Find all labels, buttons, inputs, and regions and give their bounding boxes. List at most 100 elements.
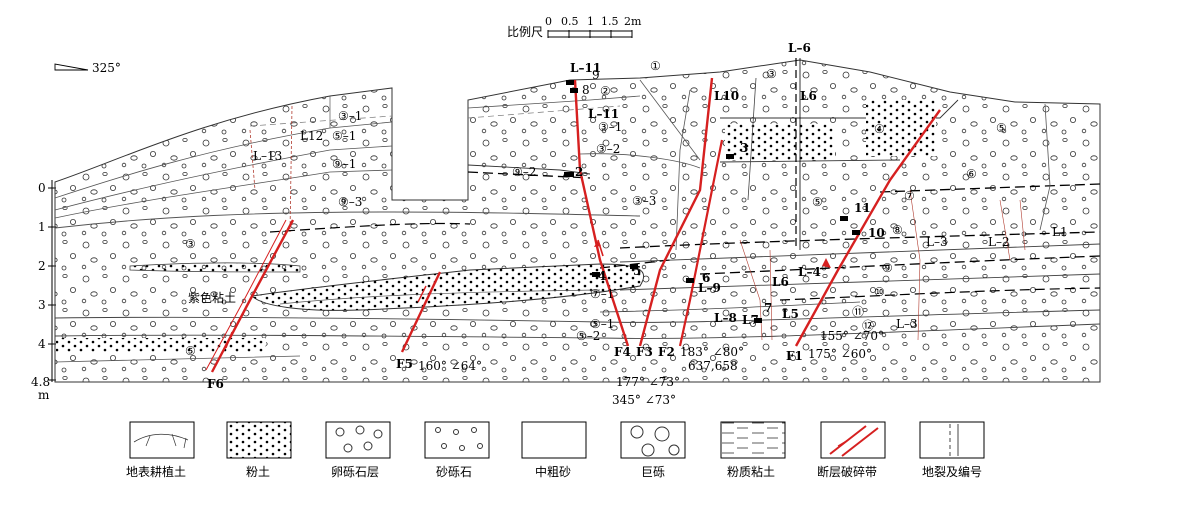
legend-label-5: 巨砾 — [641, 465, 665, 479]
layer-c5-1b: ⑤–1 — [590, 317, 614, 331]
sample-8: 8 — [582, 83, 590, 97]
depth-unit: m — [38, 388, 50, 402]
legend-item-cobble: 卵砾石层 — [325, 421, 391, 479]
depth-48: 4.8 — [31, 375, 50, 389]
depth-0: 0 — [38, 181, 46, 195]
layer-c5a: ⑤ — [185, 344, 196, 358]
fissure-l4: L–4 — [798, 265, 821, 279]
legend-item-fault-zone: 断层破碎带 — [817, 421, 886, 479]
legend-item-fissure: 地裂及编号 — [919, 421, 985, 479]
layer-c11: ⑪ — [852, 305, 864, 319]
layer-c7a: ⑦ — [904, 189, 915, 203]
fault-f6-label: F6 — [207, 377, 224, 391]
fissure-attitude: 155° ∠70° — [820, 329, 884, 343]
fissure-l13: L–13 — [253, 149, 282, 163]
depth-4: 4 — [38, 337, 46, 351]
legend-item-siltyclay: 粉质粘土 — [720, 421, 786, 479]
layer-c5-2: ⑤–2 — [576, 329, 600, 343]
purple-clay-label: 紫色粘土 — [188, 290, 236, 305]
legend-item-medsand: 中粗砂 — [521, 421, 587, 479]
fissure-l6c: L6 — [772, 275, 789, 289]
fault-f2-label: F2 — [658, 345, 675, 359]
fault-f5-label: F5 — [396, 357, 413, 371]
sample-4: 4 — [598, 269, 606, 283]
layer-c10: ⑩ — [874, 285, 885, 299]
fissure-l3b: L–3 — [896, 317, 918, 331]
layer-c2: ② — [600, 84, 611, 98]
layer-c6: ⑥ — [966, 167, 977, 181]
sample-5: 5 — [633, 264, 641, 278]
fault-f5 — [400, 271, 442, 353]
fissure-l9: L–9 — [698, 281, 721, 295]
legend-label-0: 地表耕植土 — [126, 464, 186, 479]
fault-f2-attitude: 183° ∠80° — [680, 345, 744, 359]
orientation-label: 325° — [92, 61, 121, 75]
layer-c12: ⑫ — [862, 319, 874, 333]
fissure-l1: L1 — [1052, 225, 1068, 239]
legend-label-2: 卵砾石层 — [331, 465, 379, 479]
legend-label-4: 中粗砂 — [535, 464, 571, 479]
legend-label-8: 地裂及编号 — [922, 464, 982, 479]
fissure-l7: L7 — [742, 313, 759, 327]
sample-3: 3 — [740, 141, 748, 155]
layer-c9-1: ⑨–1 — [332, 157, 356, 171]
legend-label-6: 粉质粘土 — [727, 464, 775, 479]
legend-item-sandgravel: 砂砾石 — [424, 421, 490, 479]
fault-f6 — [210, 219, 295, 373]
sample-10: 10 — [868, 226, 885, 240]
fissure-l6a: L–6 — [788, 41, 811, 55]
depth-3: 3 — [38, 298, 46, 312]
orientation-arrow: 325° — [54, 61, 121, 75]
layer-c3-1b: ③–1 — [598, 120, 622, 134]
fissure-l12: L12 — [300, 129, 323, 143]
layer-c4: ④ — [874, 122, 885, 136]
fissure-l11a: L–11 — [570, 61, 601, 75]
legend-item-topsoil: 地表耕植土 — [126, 421, 195, 479]
sample-6: 6 — [702, 271, 710, 285]
depth-1: 1 — [38, 220, 46, 234]
layer-c3a: ③ — [185, 237, 196, 251]
layer-c9-3: ⑨–3 — [338, 195, 362, 209]
sample-11: 11 — [854, 201, 871, 215]
depth-axis: 0 1 2 3 4 4.8 m — [31, 180, 56, 402]
legend: 地表耕植土 粉土 卵砾石层 砂砾石 中粗砂 巨砾 — [126, 421, 985, 479]
fault-f2 — [678, 139, 724, 347]
layer-c7b: ⑦–1 — [590, 287, 614, 301]
fissure-l11b: L–11 — [588, 107, 619, 121]
layer-c1: ① — [650, 59, 661, 73]
sample-7: 7 — [764, 301, 772, 315]
layer-c5c: ⑤ — [812, 195, 823, 209]
fissure-l5: L5 — [782, 307, 799, 321]
layer-c8: ⑧ — [892, 223, 903, 237]
legend-item-boulder: 巨砾 — [620, 421, 686, 479]
legend-label-3: 砂砾石 — [436, 465, 472, 479]
fault-f3 — [638, 77, 714, 347]
layer-c9: ⑨ — [882, 261, 893, 275]
fault-f4 — [573, 79, 630, 347]
fault-f2-samples: 637,658 — [688, 359, 738, 373]
scale-tick-2: 1 — [587, 15, 594, 28]
fault-f43-attitude-1: 177° ∠73° — [616, 375, 680, 389]
fault-f4-label: F4 — [614, 345, 631, 359]
legend-label-1: 粉土 — [246, 465, 270, 479]
layer-c3-1a: ③–1 — [338, 109, 362, 123]
layer-c5b: ⑤ — [996, 121, 1007, 135]
fault-f1 — [794, 109, 941, 347]
fissure-l6b: L6 — [800, 89, 817, 103]
fault-f43-attitude-2: 345° ∠73° — [612, 393, 676, 407]
layer-c9-2: ⑨–2 — [512, 165, 536, 179]
scale-tick-3: 1.5 — [601, 15, 619, 28]
fissure-l2: L–2 — [988, 235, 1010, 249]
scale-tick-0: 0 — [545, 15, 552, 28]
legend-item-silt: 粉土 — [226, 421, 292, 479]
fault-f1-attitude: 175° ∠60° — [808, 347, 872, 361]
layer-c3-3: ③–3 — [632, 194, 656, 208]
fault-f1-label: F1 — [786, 349, 803, 363]
section-body — [54, 58, 1101, 383]
scale-bar: 比例尺 0 0.5 1 1.5 2m — [507, 15, 642, 39]
fault-f5-attitude: 160° ∠64° — [418, 359, 482, 373]
scale-title: 比例尺 — [507, 25, 543, 39]
fault-f3-label: F3 — [636, 345, 653, 359]
fissure-l8: L–8 — [714, 311, 737, 325]
